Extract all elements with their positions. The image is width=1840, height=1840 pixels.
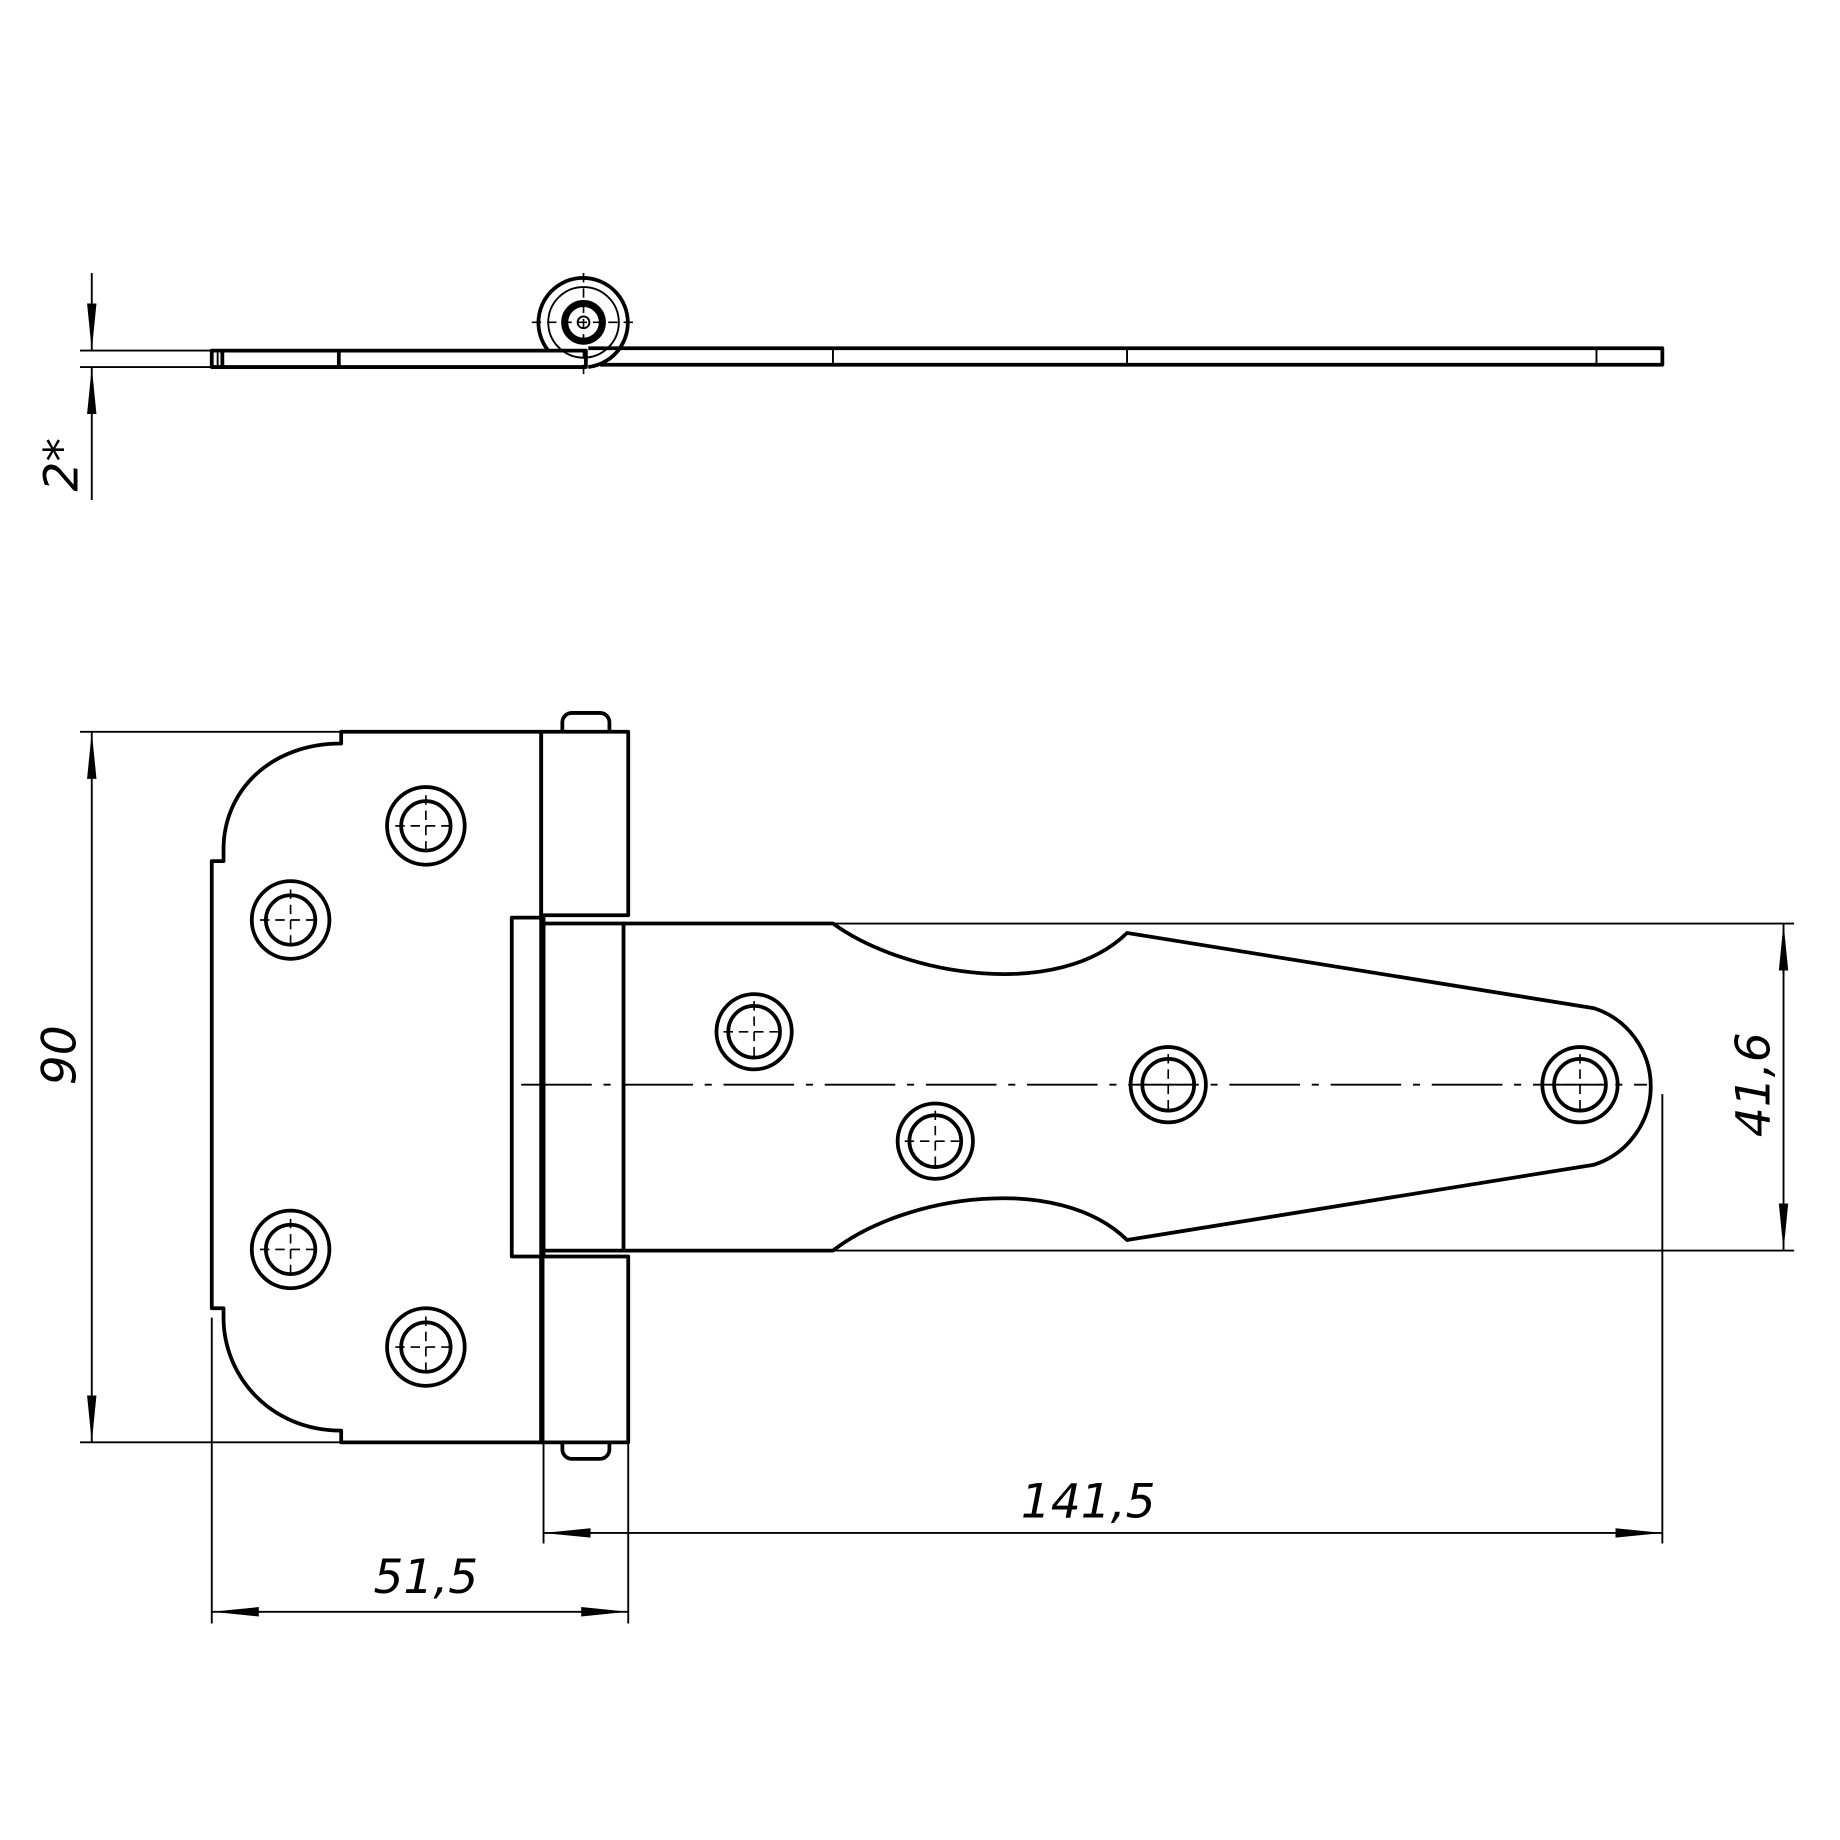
knuckle-bottom [539,1254,631,1445]
left-leaf-profile [209,348,588,369]
top-view: 2* [35,272,1665,500]
strap-length-label: 141,5 [1021,1475,1156,1530]
dimension-thickness: 2* [35,272,212,500]
screw-hole [895,1101,975,1181]
knuckle-profile [531,272,638,375]
dimension-height: 90 [32,730,542,1444]
screw-hole [1128,1045,1208,1125]
dimension-strap-length: 141,5 [542,1094,1664,1544]
screw-hole [385,1306,467,1388]
thickness-label: 2* [35,438,90,491]
dimension-leaf-width: 51,5 [210,1317,630,1624]
screw-hole [249,1208,332,1291]
strap-leaf [623,921,1653,1253]
screw-hole [249,879,332,961]
strap-width-label: 41,6 [1726,1032,1781,1137]
right-leaf-profile [588,346,1665,367]
dimension-strap-width: 41,6 [832,922,1795,1252]
front-view: 90 41,6 141,5 51,5 [32,711,1795,1624]
screw-hole [1540,1045,1620,1125]
knuckle-middle [509,915,546,1259]
leaf-width-label: 51,5 [373,1550,478,1605]
pin-head-top [560,711,612,732]
screw-holes [249,785,1620,1388]
pin-head-bottom [560,1442,612,1461]
knuckle-top [539,729,631,918]
height-label: 90 [32,1025,87,1085]
screw-hole [385,785,467,867]
screw-hole [714,992,794,1072]
left-leaf [209,729,544,1445]
